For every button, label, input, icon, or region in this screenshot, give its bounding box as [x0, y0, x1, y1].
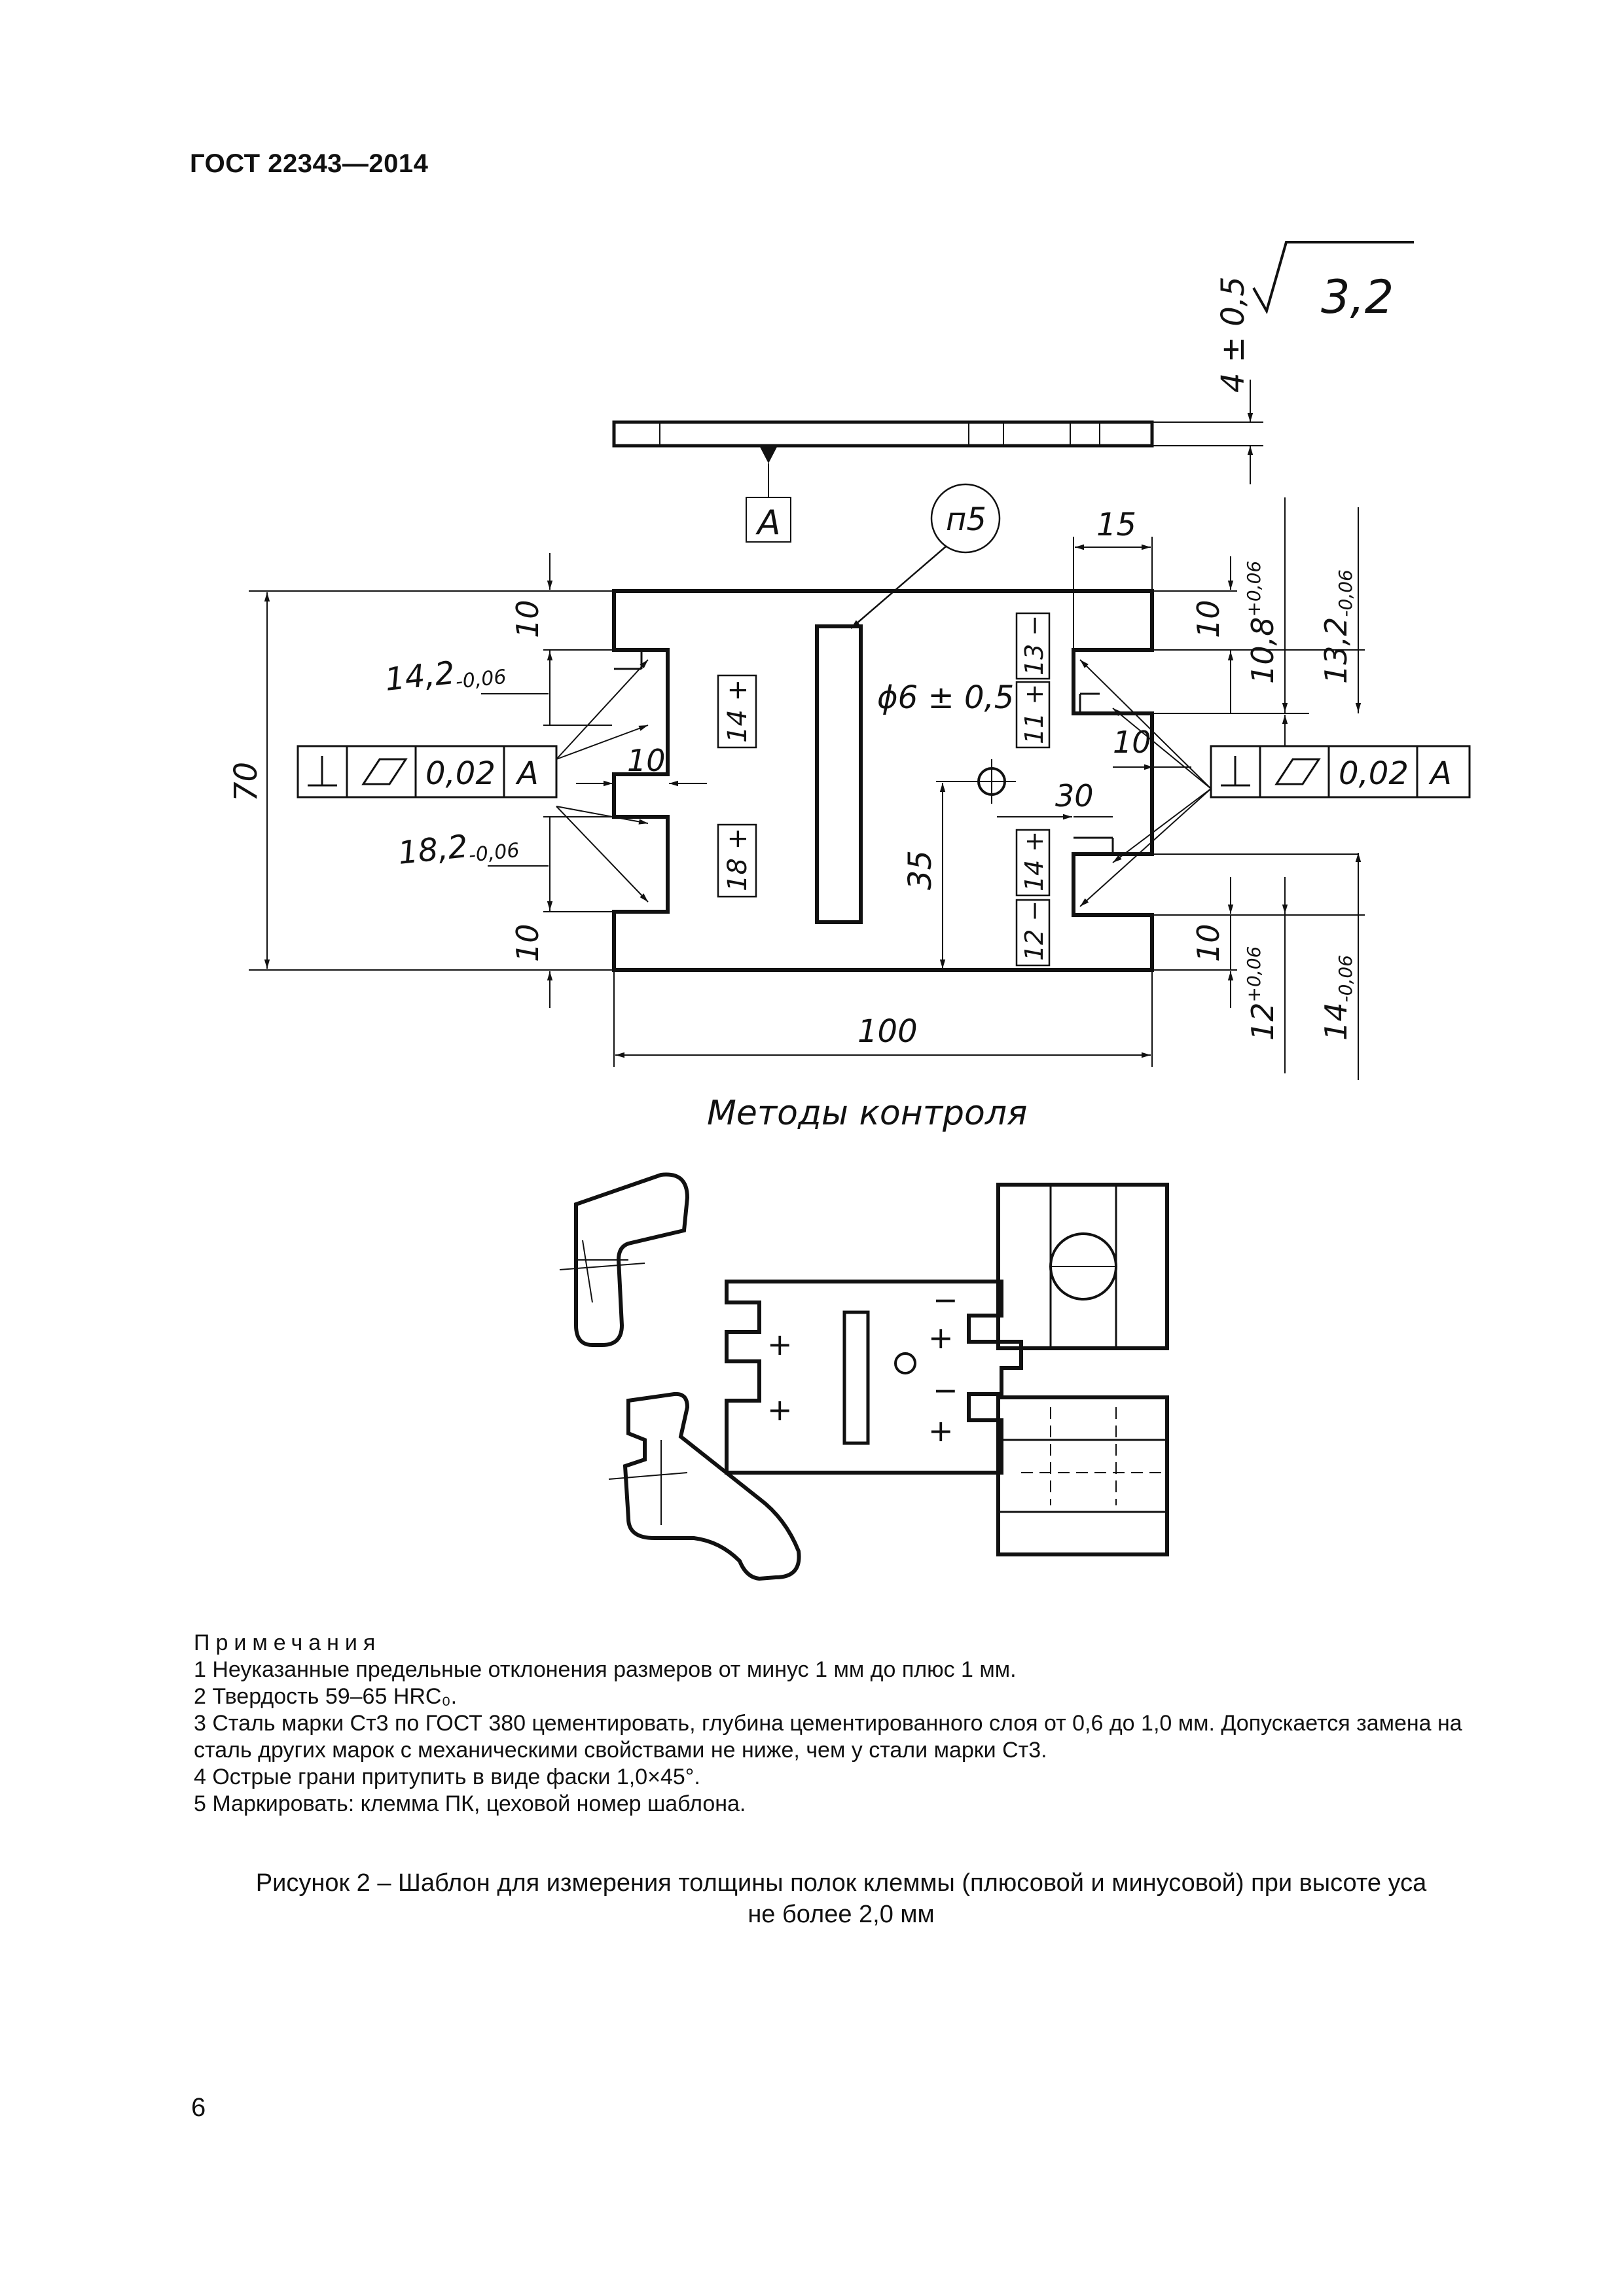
datum-a-label: A [755, 503, 781, 543]
methods-title: Методы контроля [707, 1094, 1027, 1133]
assembly-polarity-signs: + + − + − + [767, 1282, 958, 1448]
tol-right-value: 0,02 [1339, 755, 1409, 792]
dim-14-tol: -0,06 [1335, 955, 1356, 1002]
dim-10-upper-right: 10 [1191, 600, 1226, 638]
dim-10-mid-left: 10 [627, 743, 666, 778]
mark-12-minus: 12 − [1020, 901, 1049, 961]
mark-11-plus: 11 + [1020, 684, 1049, 744]
note-1: 1 Неуказанные предельные отклонения разм… [194, 1657, 1017, 1682]
note-4: 4 Острые грани притупить в виде фаски 1,… [194, 1765, 700, 1789]
dim-18-2: 18,2-0,06 [396, 823, 520, 874]
control-assembly [559, 1172, 1169, 1581]
dim-14-2-value: 14,2 [383, 655, 456, 698]
dim-14-2: 14,2-0,06 [383, 649, 507, 701]
dim-10-8-value: 10,8 [1245, 617, 1280, 684]
surface-note-callout [850, 483, 1001, 629]
dim-100: 100 [857, 1013, 918, 1050]
page-number: 6 [191, 2093, 206, 2122]
dim-14: 14-0,06 [1318, 955, 1356, 1041]
dim-14-2-tol: -0,06 [454, 666, 507, 694]
dim-18-2-value: 18,2 [396, 828, 469, 872]
dim-12-value: 12 [1245, 1002, 1280, 1041]
dim-10-8: 10,8+0,06 [1243, 561, 1280, 684]
dim-13-2-value: 13,2 [1318, 617, 1354, 684]
plate-outline [612, 589, 1154, 972]
tol-left-value: 0,02 [425, 755, 496, 792]
figure-caption: Рисунок 2 – Шаблон для измерения толщины… [190, 1867, 1492, 1930]
dim-30: 30 [1055, 778, 1094, 814]
note-2: 2 Твердость 59–65 HRC₀. [194, 1684, 458, 1709]
plus-sign-4: + [928, 1413, 954, 1448]
note-3: 3 Сталь марки Ст3 по ГОСТ 380 цементиров… [194, 1711, 1462, 1763]
caption-line-1: Рисунок 2 – Шаблон для измерения толщины… [255, 1869, 1427, 1897]
plus-sign-2: + [767, 1392, 793, 1427]
minus-sign-2: − [933, 1372, 958, 1408]
dim-14-value: 14 [1318, 1002, 1354, 1041]
dim-70: 70 [228, 762, 264, 802]
dim-10-lower-right: 10 [1191, 924, 1226, 962]
dim-18-2-tol: -0,06 [467, 839, 520, 867]
thickness-dimension: 4 ± 0,5 [1215, 276, 1252, 393]
roughness-value: 3,2 [1321, 270, 1394, 324]
side-view-bar [612, 241, 1414, 543]
note-5: 5 Маркировать: клемма ПК, цеховой номер … [194, 1791, 746, 1816]
hole-diameter: ϕ6 ± 0,5 [877, 679, 1014, 716]
dim-13-2: 13,2-0,06 [1318, 569, 1356, 684]
surface-note-label: п5 [946, 501, 986, 538]
marking-boxes [717, 612, 1051, 967]
tol-right-datum: A [1428, 755, 1452, 792]
technical-drawing: 3,2 4 ± 0,5 A [228, 241, 1471, 1581]
dim-10-8-tol: +0,06 [1243, 561, 1265, 617]
dim-35: 35 [902, 850, 939, 890]
dim-12-tol: +0,06 [1243, 946, 1265, 1003]
dim-10-mid-right: 10 [1113, 725, 1151, 760]
standard-header: ГОСТ 22343—2014 [190, 149, 429, 178]
plus-sign-3: + [928, 1320, 954, 1355]
tolerance-frame-left [297, 745, 558, 798]
caption-line-2: не более 2,0 мм [748, 1901, 935, 1928]
dim-13-2-tol: -0,06 [1335, 569, 1356, 617]
notes-block: Примечания 1 Неуказанные предельные откл… [194, 1630, 1496, 1818]
dim-12: 12+0,06 [1243, 946, 1280, 1041]
plus-sign-1: + [767, 1327, 793, 1362]
mark-13-minus: 13 − [1020, 615, 1049, 675]
notes-title: Примечания [194, 1630, 382, 1655]
dimension-lines [249, 497, 1365, 1080]
mark-18-plus: 18 + [723, 828, 753, 891]
tol-left-datum: A [515, 755, 539, 792]
mark-14-plus-right: 14 + [1020, 831, 1049, 891]
mark-14-plus-left: 14 + [723, 679, 753, 743]
dim-10-upper-left: 10 [510, 600, 545, 638]
tolerance-frame-right [1210, 745, 1471, 798]
dim-10-lower-left: 10 [510, 924, 545, 962]
minus-sign-1: − [933, 1282, 958, 1318]
dim-15: 15 [1096, 507, 1136, 543]
